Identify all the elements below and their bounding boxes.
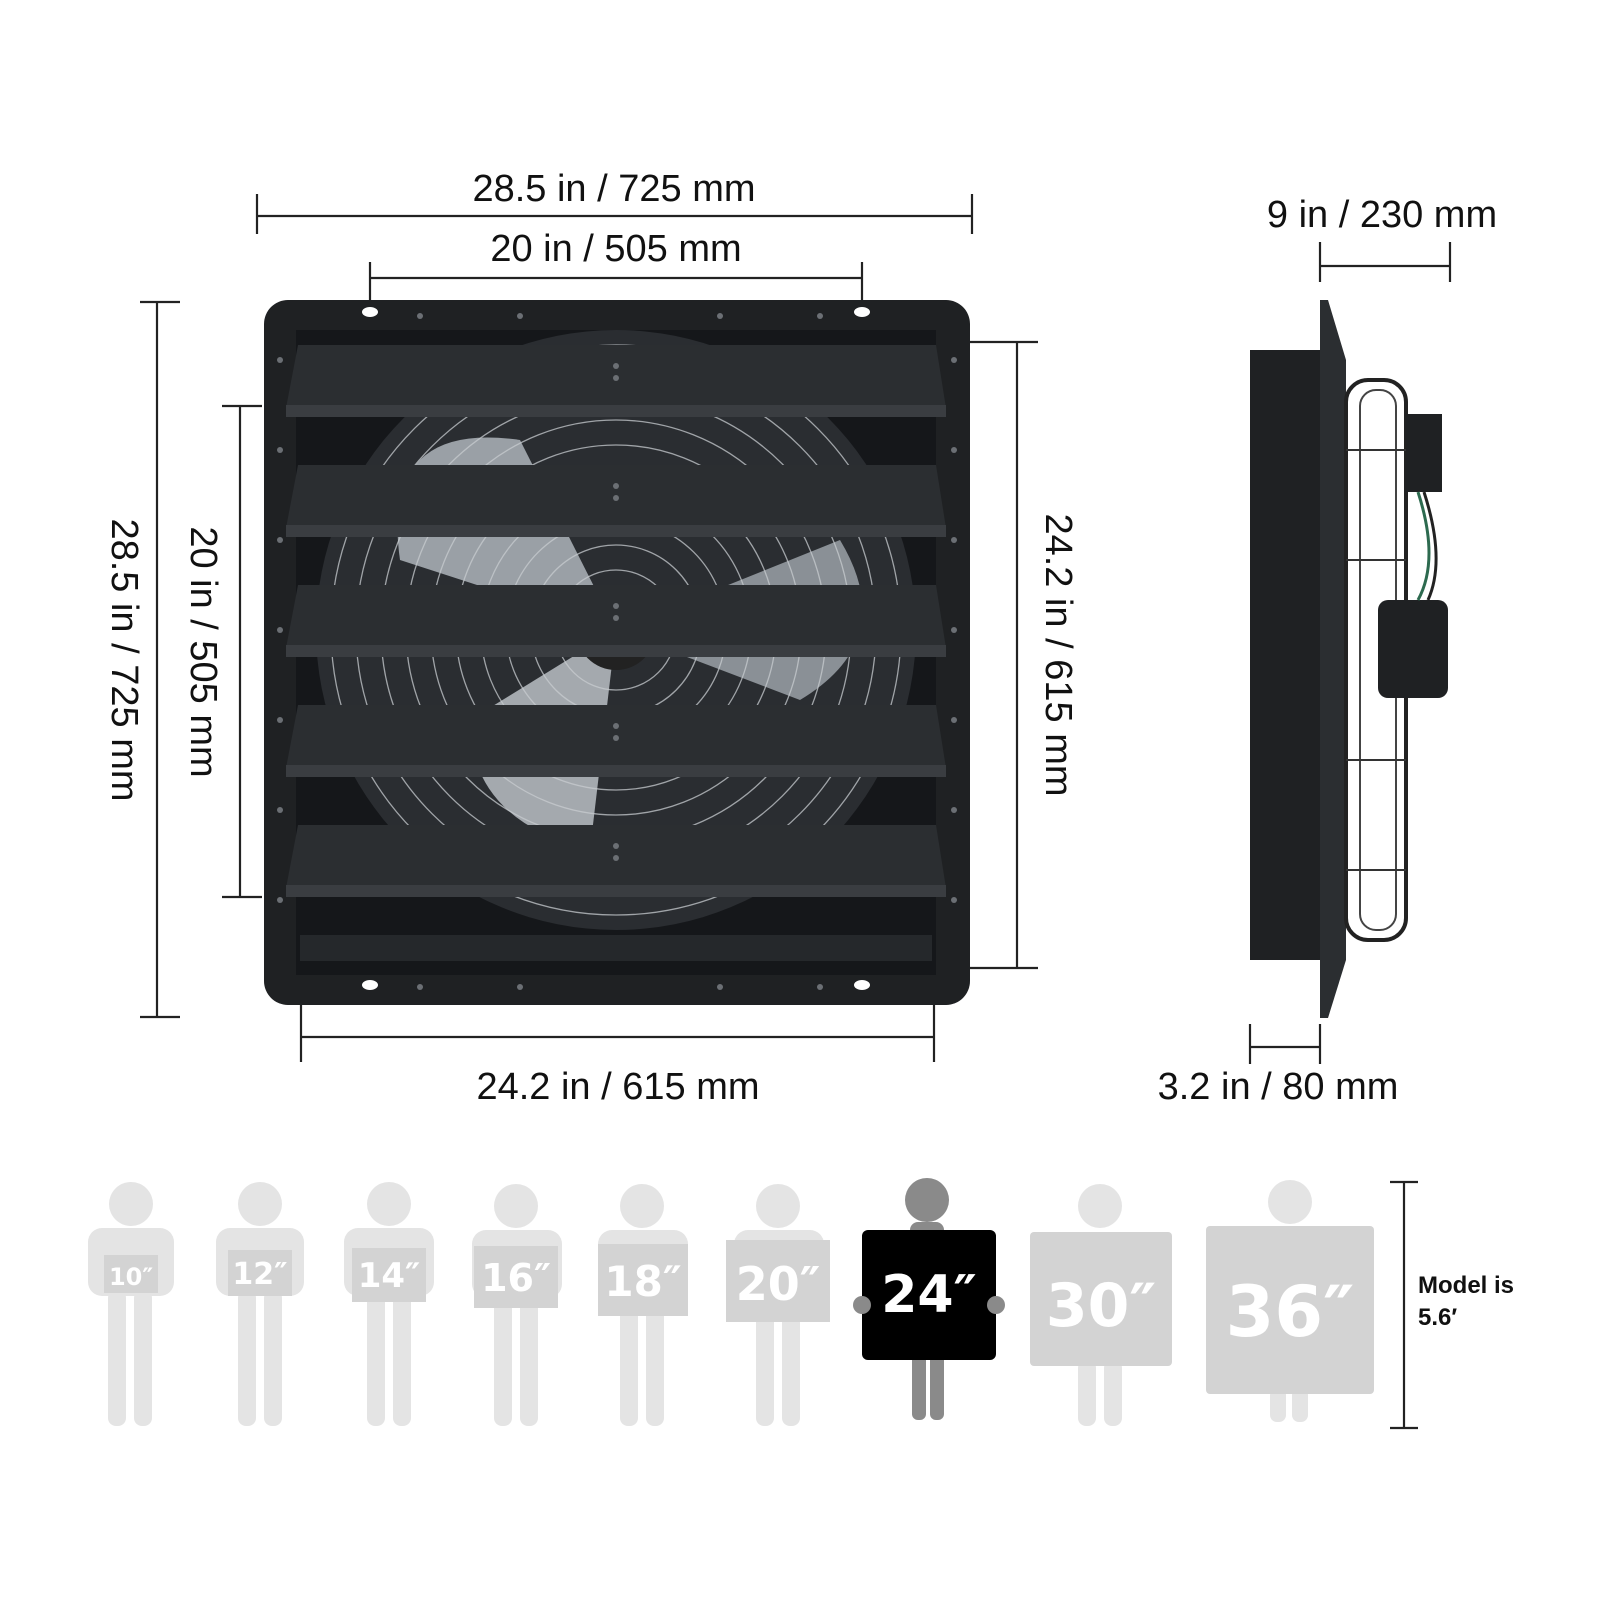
label-side-depth-shutter: 3.2 in / 80 mm [1157, 1066, 1399, 1108]
size-label-18: 18″ [604, 1257, 681, 1306]
label-front-width-body: 24.2 in / 615 mm [476, 1066, 760, 1108]
figure-36 [1206, 1180, 1374, 1422]
size-label-14: 14″ [358, 1256, 421, 1296]
mounting-holes [362, 307, 870, 990]
model-height-note-line2: 5.6′ [1418, 1304, 1458, 1331]
figure-18 [598, 1184, 688, 1426]
label-front-width-holes: 20 in / 505 mm [490, 228, 742, 270]
size-comparison: 10″ 12″ 14″ 16″ 18″ 20″ 24″ 30″ 36″ [88, 1178, 1374, 1426]
figure-30 [1030, 1184, 1172, 1426]
size-label-36: 36″ [1226, 1271, 1355, 1353]
label-front-height-overall: 28.5 in / 725 mm [103, 518, 145, 802]
label-front-height-body: 24.2 in / 615 mm [1037, 513, 1079, 797]
size-label-24: 24″ [881, 1265, 977, 1325]
label-side-depth-total: 9 in / 230 mm [1266, 194, 1498, 236]
figure-14 [344, 1182, 434, 1426]
figure-24-highlighted [853, 1178, 1005, 1420]
figure-12 [216, 1182, 304, 1426]
shutter-louvers [286, 345, 946, 961]
label-front-width-overall: 28.5 in / 725 mm [472, 168, 756, 210]
fan-side-view [1250, 300, 1448, 1018]
size-label-12: 12″ [232, 1257, 287, 1292]
label-front-height-holes: 20 in / 505 mm [182, 526, 224, 778]
size-label-16: 16″ [481, 1256, 551, 1300]
figure-16 [472, 1184, 562, 1426]
rivets [277, 313, 957, 990]
figure-20 [726, 1184, 830, 1426]
size-label-30: 30″ [1046, 1271, 1156, 1341]
model-height-note-line1: Model is [1418, 1272, 1515, 1299]
figure-10 [88, 1182, 174, 1426]
dimension-lines [140, 194, 1452, 1430]
size-label-10: 10″ [109, 1263, 153, 1291]
model-height-note: Model is 5.6′ [1418, 1270, 1514, 1334]
size-label-20: 20″ [736, 1257, 821, 1311]
fan-front-view [264, 300, 970, 1005]
